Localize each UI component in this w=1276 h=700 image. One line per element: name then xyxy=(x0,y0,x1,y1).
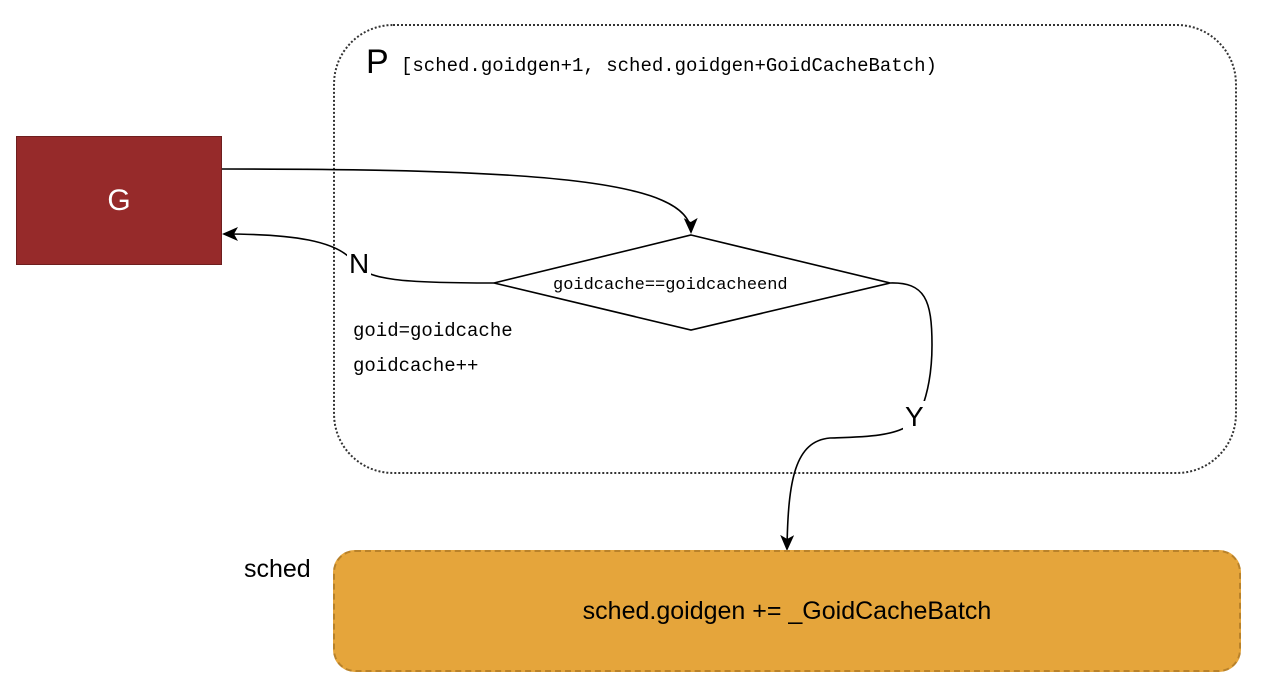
sched-label: sched xyxy=(244,555,311,583)
sched-action: sched.goidgen += _GoidCacheBatch xyxy=(582,596,992,625)
sched-node: sched.goidgen += _GoidCacheBatch xyxy=(333,550,1241,672)
no-action-line-1: goid=goidcache xyxy=(353,320,513,342)
no-action-line-2: goidcache++ xyxy=(353,355,479,377)
g-label: G xyxy=(107,183,131,217)
decision-condition: goidcache==goidcacheend xyxy=(553,276,788,295)
p-label: P xyxy=(366,43,389,81)
g-to-decision-arrow xyxy=(221,168,698,234)
g-node: G xyxy=(16,136,222,265)
decision-diamond xyxy=(493,234,891,331)
p-container xyxy=(333,24,1237,474)
p-cache-range: [sched.goidgen+1, sched.goidgen+GoidCach… xyxy=(401,55,937,77)
yes-branch-label: Y xyxy=(903,401,926,433)
no-branch-label: N xyxy=(347,248,372,280)
